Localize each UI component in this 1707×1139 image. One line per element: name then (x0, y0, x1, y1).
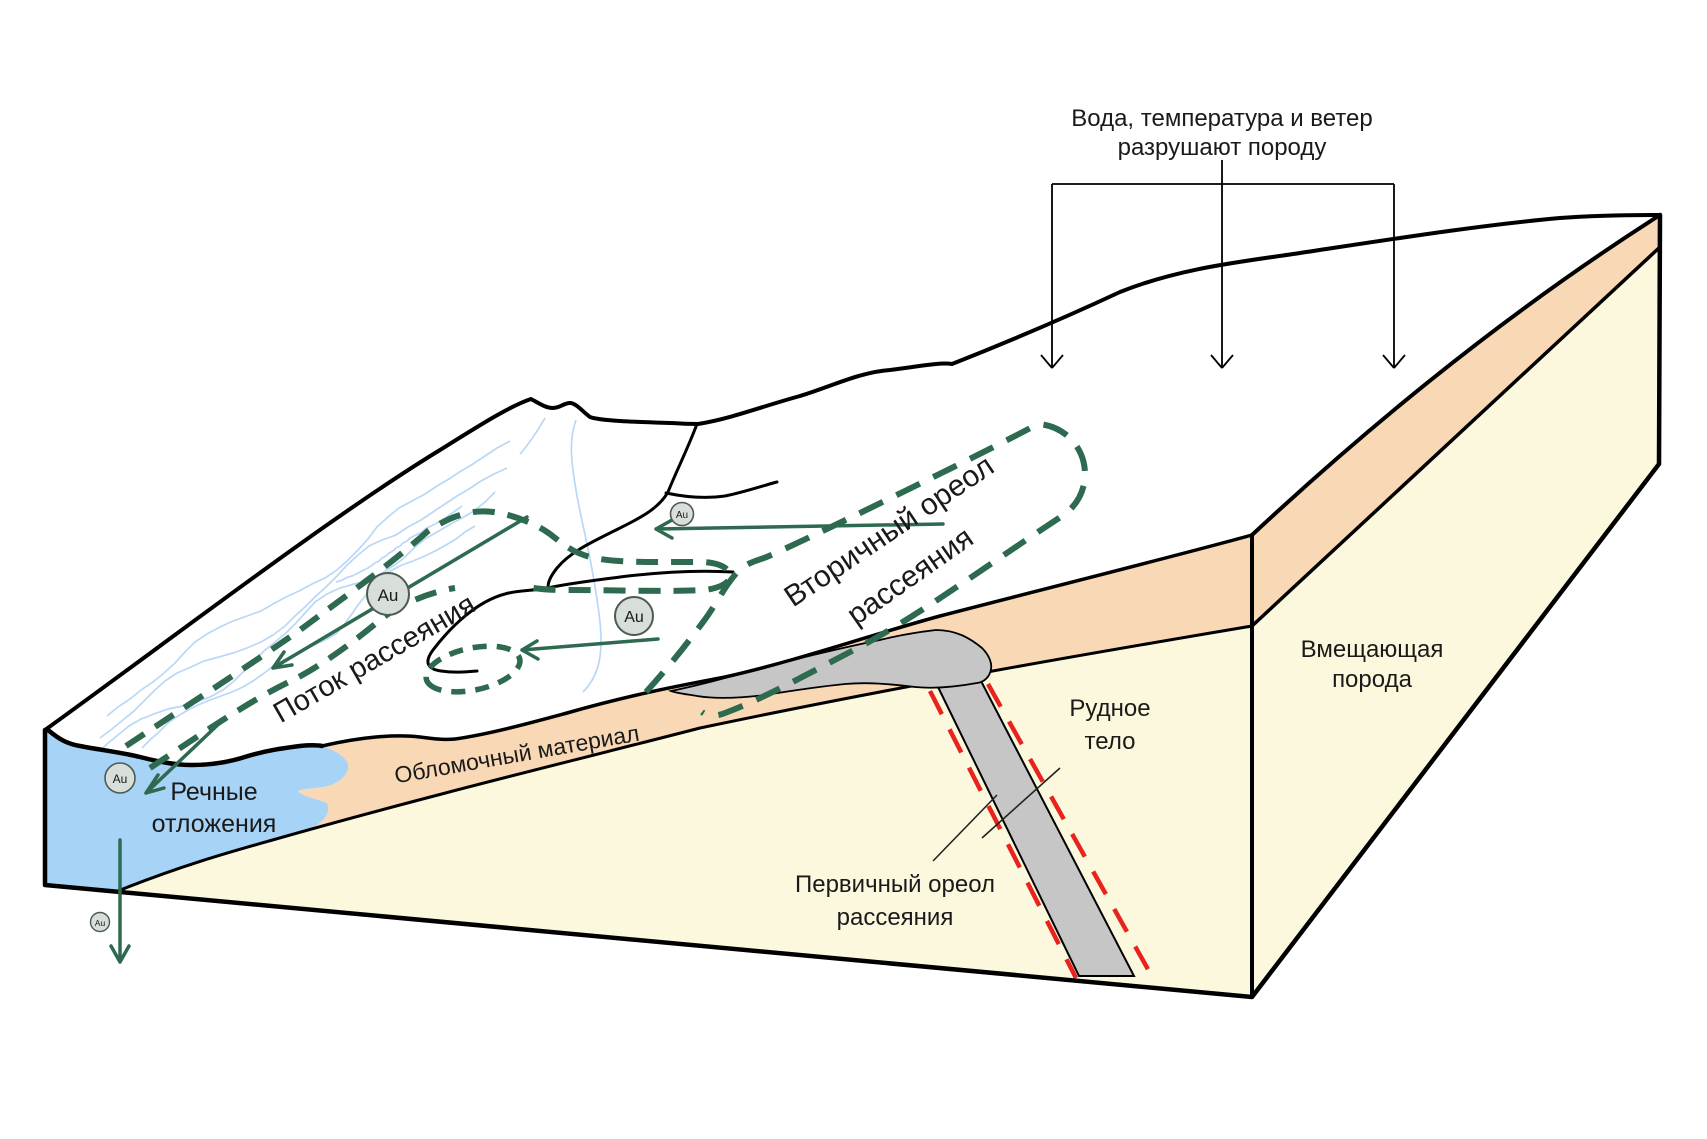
svg-text:порода: порода (1332, 666, 1413, 693)
svg-text:Au: Au (624, 609, 644, 626)
svg-text:Первичный ореол: Первичный ореол (795, 871, 995, 898)
svg-text:отложения: отложения (152, 810, 277, 838)
svg-text:Au: Au (676, 510, 688, 521)
svg-text:разрушают породу: разрушают породу (1118, 134, 1327, 161)
svg-text:Au: Au (95, 918, 106, 928)
svg-text:Речные: Речные (170, 778, 257, 806)
svg-text:рассеяния: рассеяния (837, 904, 954, 931)
svg-text:Рудное: Рудное (1069, 695, 1150, 722)
svg-text:тело: тело (1085, 728, 1136, 755)
svg-text:Вмещающая: Вмещающая (1301, 636, 1444, 663)
svg-text:Вода, температура и ветер: Вода, температура и ветер (1071, 105, 1372, 132)
svg-text:Au: Au (378, 586, 399, 605)
svg-text:Au: Au (113, 772, 128, 786)
